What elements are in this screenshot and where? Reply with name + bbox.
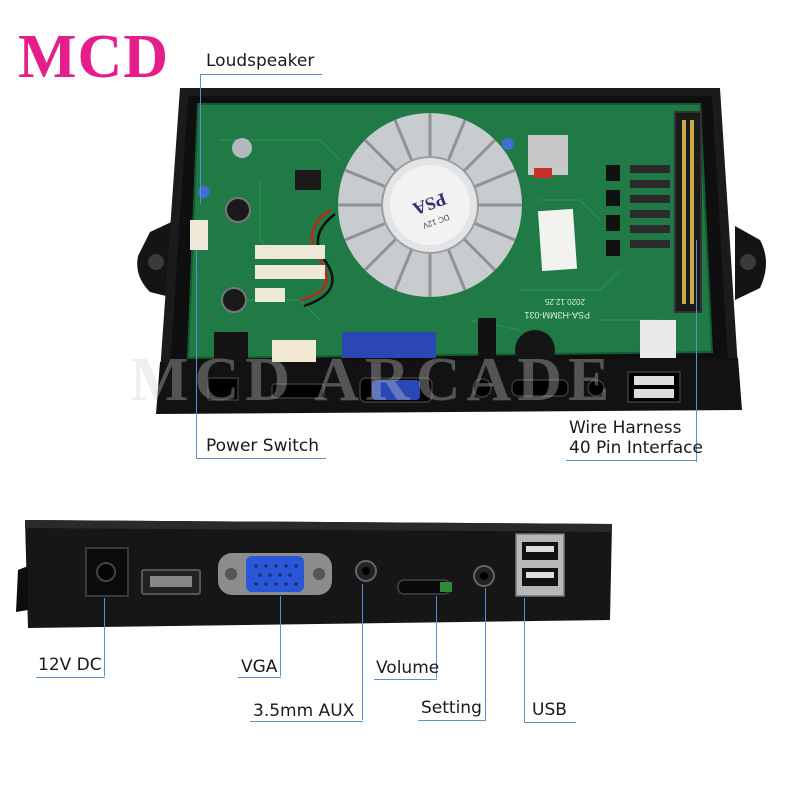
leader-setting-v [485, 588, 486, 721]
leader-12v-h [36, 677, 105, 678]
leader-vga-h [238, 677, 281, 678]
leader-power-switch-v [196, 250, 197, 458]
leader-aux-v [362, 584, 363, 720]
label-vga: VGA [241, 657, 278, 677]
leader-usb-v [524, 598, 525, 722]
label-setting: Setting [421, 698, 482, 718]
label-40-pin-interface: 40 Pin Interface [569, 438, 703, 458]
closed-enclosure [16, 520, 612, 628]
leader-power-switch-h [196, 458, 326, 459]
watermark: MCD ARCADE [130, 346, 616, 414]
leader-loudspeaker-v [200, 74, 201, 204]
leader-12v-v [104, 598, 105, 676]
leader-vga-v [280, 596, 281, 676]
40-pin-header [674, 111, 702, 313]
cooling-fan: PSA DC 12V [338, 113, 522, 297]
leader-wire-harness-h [566, 460, 697, 461]
label-3-5mm-aux: 3.5mm AUX [253, 701, 355, 721]
leader-setting-h [418, 720, 486, 721]
label-wire-harness: Wire Harness [569, 418, 682, 438]
board-model: PSA-H3MM-031 [524, 310, 590, 320]
leader-aux-h [250, 721, 363, 722]
label-power-switch: Power Switch [206, 436, 320, 456]
leader-usb-h [524, 722, 576, 723]
open-enclosure: PSA DC 12V [137, 88, 766, 414]
leader-volume-h [374, 679, 437, 680]
leader-loudspeaker-h [200, 74, 322, 75]
label-volume: Volume [376, 658, 440, 678]
label-12v-dc: 12V DC [38, 655, 102, 675]
leader-volume-v [436, 596, 437, 678]
label-usb: USB [532, 700, 567, 720]
board-date: 2020.12.25 [544, 297, 585, 306]
label-loudspeaker: Loudspeaker [206, 51, 315, 71]
mcd-logo: MCD [18, 23, 170, 91]
leader-wire-harness-v [696, 240, 697, 462]
